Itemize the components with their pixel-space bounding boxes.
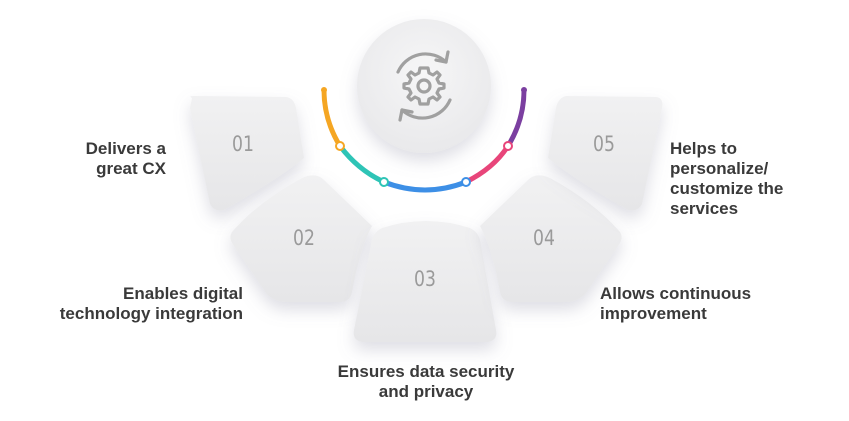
label-03: Ensures data security and privacy [337,362,515,401]
center-circle [357,19,491,153]
segment-number-01: 01 [232,132,254,156]
label-05: Helps to personalize/ customize the serv… [670,139,784,218]
segment-card-03 [353,221,497,342]
label-02: Enables digital technology integration [59,284,243,323]
segment-number-04: 04 [533,226,555,250]
label-01: Delivers a great CX [85,139,166,178]
label-04: Allows continuous improvement [600,284,752,323]
segment-card-02 [230,175,372,302]
segment-card-05 [548,96,663,211]
segment-number-02: 02 [293,226,315,250]
gear-sync-icon [396,50,452,122]
segment-number-03: 03 [414,267,436,291]
segment-card-04 [480,175,622,302]
segment-card-01 [190,96,304,211]
arc-dots [321,87,527,187]
segment-number-05: 05 [593,132,615,156]
